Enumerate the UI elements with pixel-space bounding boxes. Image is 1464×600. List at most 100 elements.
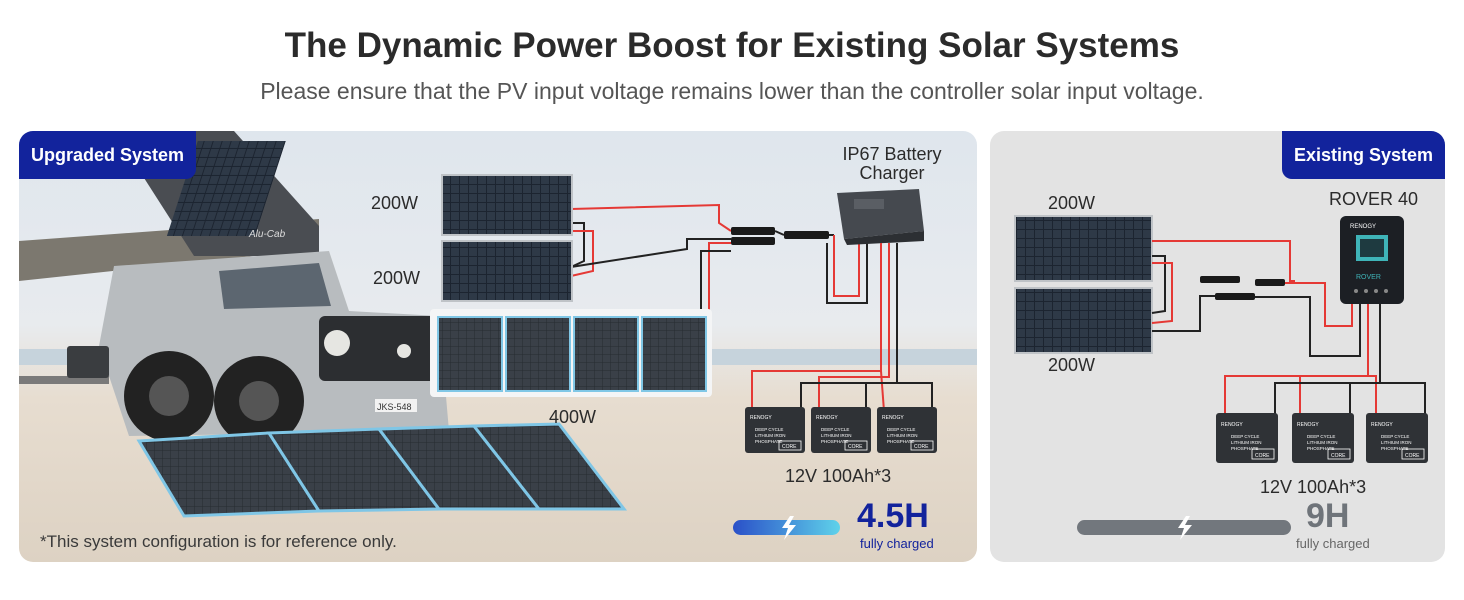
svg-text:CORE: CORE <box>782 444 797 450</box>
existing-battery-label: 12V 100Ah*3 <box>1260 477 1367 497</box>
svg-text:PHOSPHATE: PHOSPHATE <box>887 439 914 444</box>
controller-model: ROVER <box>1356 274 1381 281</box>
battery-label: 12V 100Ah*3 <box>785 466 892 486</box>
lightning-icon <box>782 516 796 540</box>
portable-panel-label: 400W <box>549 407 597 427</box>
svg-text:CORE: CORE <box>1255 453 1270 459</box>
svg-text:CORE: CORE <box>914 444 929 450</box>
svg-text:CORE: CORE <box>848 444 863 450</box>
svg-text:DEEP CYCLE: DEEP CYCLE <box>1381 434 1409 439</box>
existing-solar-panel-200w-a <box>1014 215 1153 282</box>
wire-to-charger-positive <box>833 235 860 297</box>
upgraded-system-tag: Upgraded System <box>19 131 197 179</box>
svg-text:LITHIUM IRON: LITHIUM IRON <box>755 433 786 438</box>
svg-text:PHOSPHATE: PHOSPHATE <box>755 439 782 444</box>
disclaimer: *This system configuration is for refere… <box>40 532 397 551</box>
upgraded-system-diagram: Alu-Cab JKS-548 <box>19 131 977 540</box>
existing-charge-time: 9H <box>1306 497 1350 535</box>
portable-panel-cell-3 <box>573 316 639 392</box>
vehicle-headlight <box>324 330 350 356</box>
controller-brand: RENOGY <box>1350 224 1376 230</box>
battery-3: RENOGY DEEP CYCLE LITHIUM IRON PHOSPHATE… <box>877 407 937 453</box>
charger-label: IP67 Battery Charger <box>827 145 957 183</box>
svg-text:PHOSPHATE: PHOSPHATE <box>1231 446 1258 451</box>
portable-panel-cell-4 <box>641 316 707 392</box>
charge-time: 4.5H <box>857 497 929 535</box>
svg-text:RENOGY: RENOGY <box>1371 422 1393 428</box>
existing-system-diagram: RENOGY ROVER RENOGY DEEP CYCLE LITHIUM I… <box>1014 215 1428 540</box>
charger-label-line-1: IP67 Battery <box>842 144 942 164</box>
existing-solar-panel-200w-b <box>1014 287 1153 354</box>
svg-text:RENOGY: RENOGY <box>816 415 838 421</box>
svg-text:PHOSPHATE: PHOSPHATE <box>1307 446 1334 451</box>
svg-text:PHOSPHATE: PHOSPHATE <box>1381 446 1408 451</box>
existing-system-tag: Existing System <box>1281 131 1445 179</box>
svg-text:LITHIUM IRON: LITHIUM IRON <box>887 433 918 438</box>
svg-text:DEEP CYCLE: DEEP CYCLE <box>1307 434 1335 439</box>
svg-text:PHOSPHATE: PHOSPHATE <box>821 439 848 444</box>
upgraded-system-panel: Alu-Cab JKS-548 <box>19 131 977 562</box>
mc4-connector-negative <box>731 237 775 245</box>
svg-text:CORE: CORE <box>1331 453 1346 459</box>
battery-2: RENOGY DEEP CYCLE LITHIUM IRON PHOSPHATE… <box>811 407 871 453</box>
svg-text:LITHIUM IRON: LITHIUM IRON <box>1231 440 1262 445</box>
tent-solar-panel <box>166 141 286 236</box>
wire-panel-b-negative <box>570 238 731 268</box>
vehicle-bumper <box>319 316 449 381</box>
existing-system-panel: RENOGY ROVER RENOGY DEEP CYCLE LITHIUM I… <box>990 131 1445 562</box>
existing-wire-battery-positive <box>1224 304 1369 416</box>
battery-1: RENOGY DEEP CYCLE LITHIUM IRON PHOSPHATE… <box>745 407 805 453</box>
solar-panel-200w-a <box>441 174 573 236</box>
svg-text:CORE: CORE <box>1405 453 1420 459</box>
mc4-connector-positive <box>731 227 775 235</box>
svg-text:LITHIUM IRON: LITHIUM IRON <box>821 433 852 438</box>
svg-text:DEEP CYCLE: DEEP CYCLE <box>755 427 783 432</box>
panel-a-label: 200W <box>371 193 419 213</box>
vehicle-rim-rear <box>149 376 189 416</box>
wire-to-charger-negative <box>826 241 868 304</box>
svg-text:DEEP CYCLE: DEEP CYCLE <box>887 427 915 432</box>
existing-wire-series <box>1151 255 1166 314</box>
existing-lightning-icon <box>1178 516 1192 540</box>
svg-text:RENOGY: RENOGY <box>882 415 904 421</box>
solar-panel-200w-b <box>441 240 573 302</box>
existing-wire-battery-negative <box>1379 304 1426 416</box>
vehicle-rim-front <box>239 381 279 421</box>
svg-text:RENOGY: RENOGY <box>1297 422 1319 428</box>
existing-wire-positive <box>1152 240 1295 282</box>
portable-panel-cell-1 <box>437 316 503 392</box>
existing-mc4-connector-pair <box>1255 279 1285 286</box>
wire-panel-a-series <box>570 222 585 268</box>
existing-battery-2: RENOGY DEEP CYCLE LITHIUM IRON PHOSPHATE… <box>1292 413 1354 463</box>
svg-text:RENOGY: RENOGY <box>750 415 772 421</box>
sand-panel-4 <box>470 422 628 511</box>
existing-wire-negative <box>1152 295 1215 332</box>
existing-battery-3: RENOGY DEEP CYCLE LITHIUM IRON PHOSPHATE… <box>1366 413 1428 463</box>
wire-charger-battery-negative <box>896 243 933 411</box>
license-plate-text: JKS-548 <box>377 402 412 412</box>
existing-battery-1: RENOGY DEEP CYCLE LITHIUM IRON PHOSPHATE… <box>1216 413 1278 463</box>
charger-label-line-2: Charger <box>859 163 925 183</box>
vehicle-windshield <box>219 263 331 309</box>
rack-brand: Alu-Cab <box>248 229 286 240</box>
license-plate <box>375 399 417 412</box>
svg-text:LITHIUM IRON: LITHIUM IRON <box>1307 440 1338 445</box>
existing-mc4-connector-positive <box>1200 276 1240 283</box>
panel-b-label: 200W <box>373 268 421 288</box>
portable-panel-cell-2 <box>505 316 571 392</box>
page-title: The Dynamic Power Boost for Existing Sol… <box>284 26 1180 65</box>
svg-text:LITHIUM IRON: LITHIUM IRON <box>1381 440 1412 445</box>
existing-panel-a-label: 200W <box>1048 193 1096 213</box>
controller-label: ROVER 40 <box>1329 189 1419 209</box>
wire-charger-battery-positive <box>751 243 882 411</box>
charge-caption: fully charged <box>860 536 934 551</box>
vehicle-spotlight <box>397 344 411 358</box>
ip67-battery-charger <box>837 189 924 239</box>
svg-text:DEEP CYCLE: DEEP CYCLE <box>1231 434 1259 439</box>
existing-charge-caption: fully charged <box>1296 536 1370 551</box>
existing-panel-b-label: 200W <box>1048 355 1096 375</box>
mc4-connector-pair <box>784 231 829 239</box>
existing-mc4-connector-negative <box>1215 293 1255 300</box>
svg-text:RENOGY: RENOGY <box>1221 422 1243 428</box>
page-subtitle: Please ensure that the PV input voltage … <box>260 78 1204 104</box>
